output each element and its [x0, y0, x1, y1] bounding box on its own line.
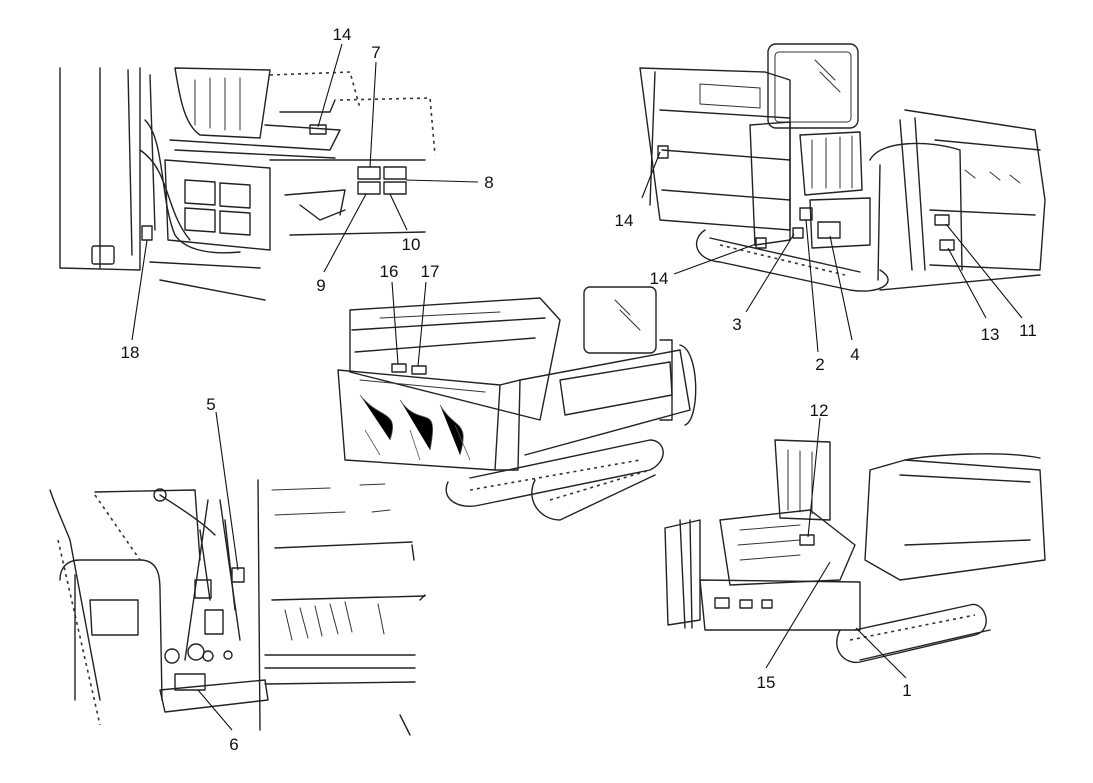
callout-3: 3	[732, 315, 741, 334]
callout-4: 4	[850, 345, 859, 364]
callout-17: 17	[421, 262, 440, 281]
callout-2: 2	[815, 355, 824, 374]
view-control-panel	[49, 479, 426, 736]
callout-8: 8	[484, 173, 493, 192]
view-machine-rear	[639, 43, 1046, 292]
view-seat-closeup	[59, 67, 436, 301]
view-machine-side	[664, 439, 1046, 664]
callout-18: 18	[121, 343, 140, 362]
callout-16: 16	[380, 262, 399, 281]
callout-6: 6	[229, 735, 238, 754]
callout-5: 5	[206, 395, 215, 414]
callout-13: 13	[981, 325, 1000, 344]
callout-9: 9	[316, 276, 325, 295]
callout-1: 1	[902, 681, 911, 700]
callout-14-seat: 14	[333, 25, 352, 44]
callout-14-seat-side: 14	[650, 269, 669, 288]
leader-lines	[131, 43, 1023, 731]
view-machine-front	[337, 286, 697, 521]
callout-12: 12	[810, 401, 829, 420]
callout-11: 11	[1019, 321, 1037, 340]
callout-14-dump-body: 14	[615, 211, 634, 230]
callout-15: 15	[757, 673, 776, 692]
callout-10: 10	[402, 235, 421, 254]
callout-7: 7	[371, 43, 380, 62]
callout-labels: 14 7 8 9 10 18 16 17 14 14 3 2 4 13 11 5…	[121, 25, 1037, 754]
